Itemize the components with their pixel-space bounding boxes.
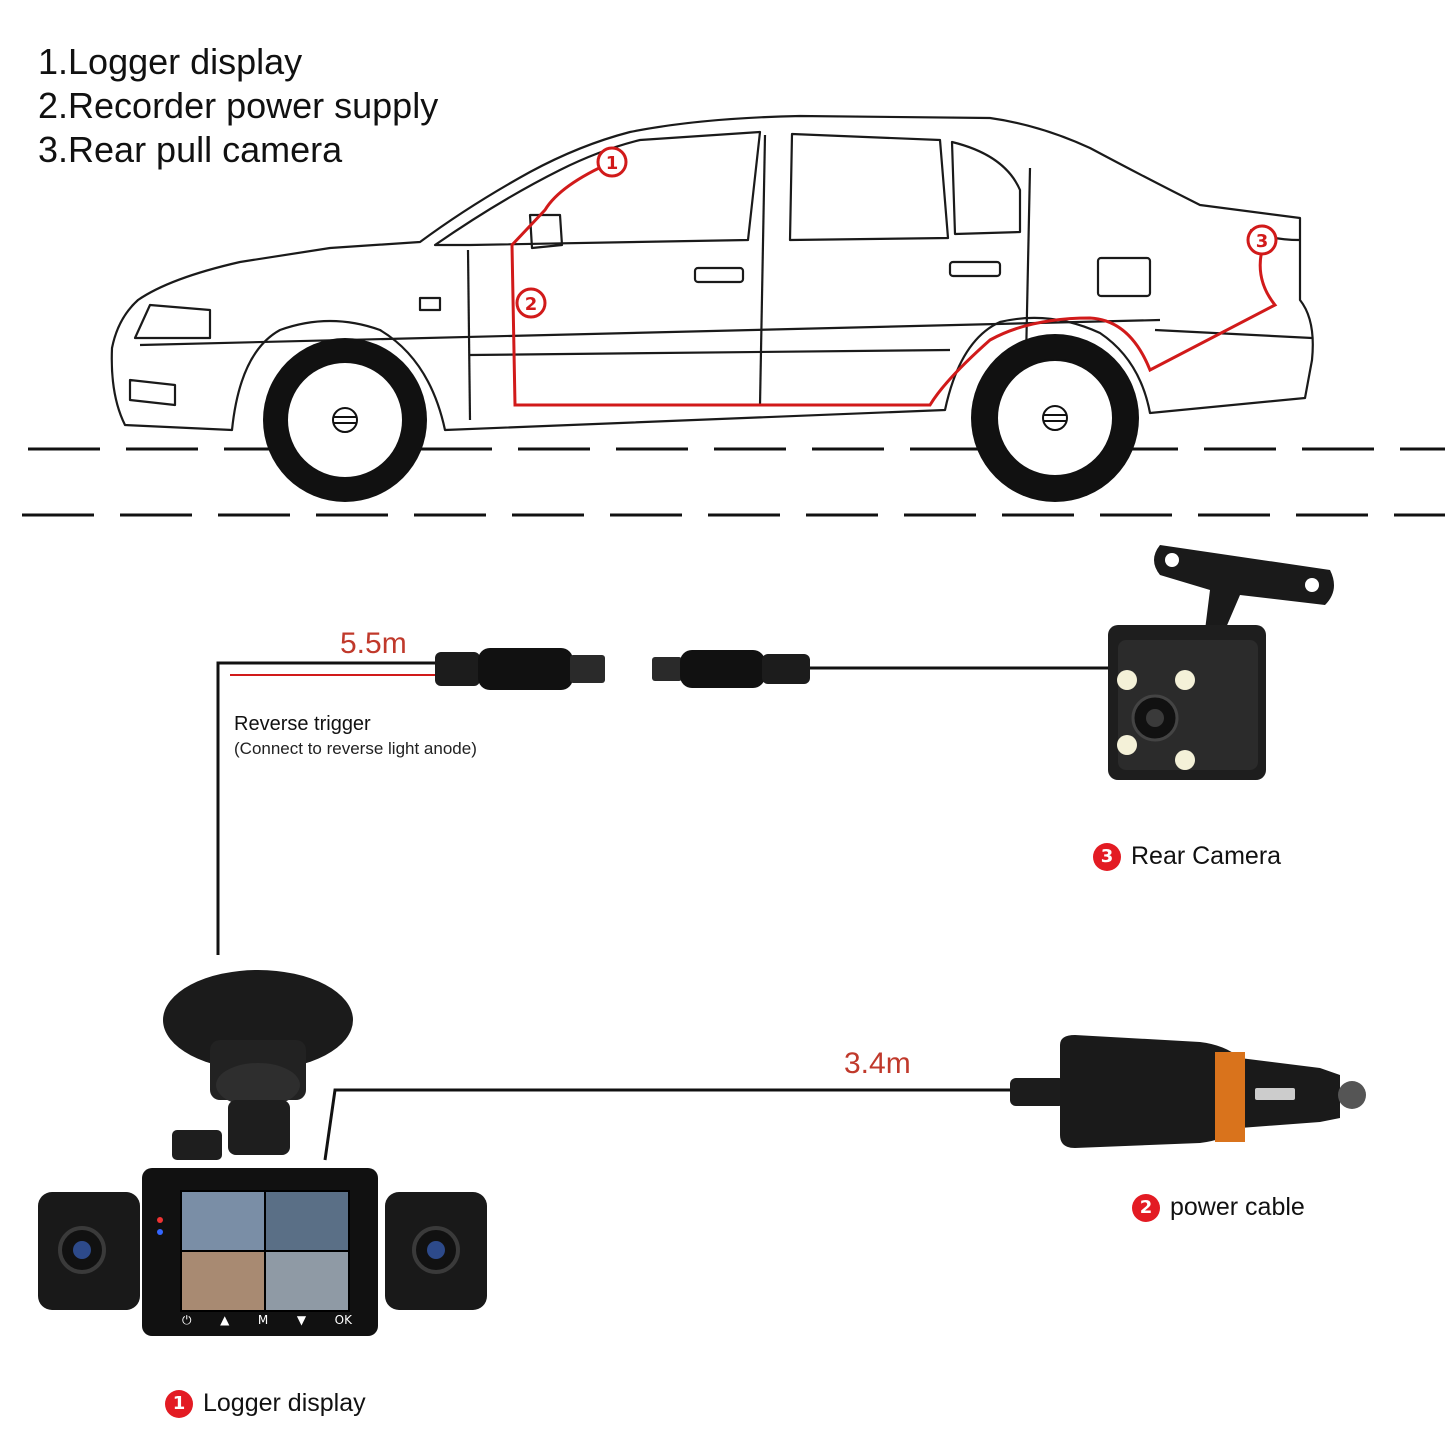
badge-2: 2 xyxy=(1132,1193,1160,1222)
car-marker-1: 1 xyxy=(596,146,628,178)
rear-cable-connector-right xyxy=(652,650,810,688)
legend-item-logger-display: 1.Logger display xyxy=(38,41,303,82)
front-wheel xyxy=(263,338,427,502)
caption-rear-camera: 3 Rear Camera xyxy=(1093,842,1281,871)
svg-text:3: 3 xyxy=(1256,231,1269,252)
down-button[interactable]: ▼ xyxy=(296,1313,307,1327)
car-charger xyxy=(1010,1035,1366,1148)
legend: 1.Logger display 2.Recorder power supply… xyxy=(38,40,438,172)
rear-camera-cable-left xyxy=(216,661,440,955)
legend-item-rear-camera: 3.Rear pull camera xyxy=(38,129,343,170)
car-marker-3: 3 xyxy=(1246,224,1278,256)
badge-1: 1 xyxy=(165,1389,193,1418)
wiring-route xyxy=(510,160,1278,407)
car-marker-2: 2 xyxy=(515,287,547,319)
svg-text:2: 2 xyxy=(525,294,538,315)
rear-camera xyxy=(1108,545,1334,780)
reverse-trigger-title: Reverse trigger xyxy=(234,713,371,735)
rear-cable-connector-left xyxy=(435,648,605,690)
ok-button[interactable]: OK xyxy=(334,1313,352,1327)
badge-3: 3 xyxy=(1093,842,1121,871)
caption-power-cable: 2 power cable xyxy=(1132,1193,1305,1222)
car-outline xyxy=(110,114,1314,432)
caption-rear-camera-label: Rear Camera xyxy=(1131,842,1282,870)
legend-item-recorder-power: 2.Recorder power supply xyxy=(38,85,439,126)
rear-wheel xyxy=(971,334,1139,502)
reverse-trigger-note: (Connect to reverse light anode) xyxy=(234,739,477,758)
caption-logger-display: 1 Logger display xyxy=(165,1389,366,1418)
dashcam-button-row: ⏻ ▲ M ▼ OK xyxy=(182,1313,352,1333)
dashcam xyxy=(38,970,487,1336)
rear-cable-length: 5.5m xyxy=(340,627,407,660)
svg-text:1: 1 xyxy=(606,153,619,174)
caption-logger-display-label: Logger display xyxy=(203,1389,366,1417)
menu-button[interactable]: M xyxy=(257,1313,269,1327)
power-cable-length: 3.4m xyxy=(844,1047,911,1080)
power-cable xyxy=(323,1088,1015,1161)
up-button[interactable]: ▲ xyxy=(220,1313,230,1327)
power-button[interactable]: ⏻ xyxy=(182,1313,192,1327)
caption-power-cable-label: power cable xyxy=(1170,1193,1305,1221)
